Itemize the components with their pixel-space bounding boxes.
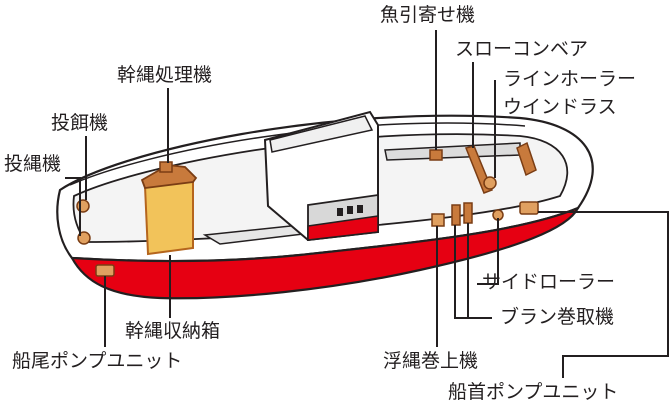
- line-processor-top: [159, 161, 173, 173]
- label-tou-nawa: 投縄機: [4, 153, 62, 175]
- label-windlass: ウインドラス: [503, 96, 617, 118]
- fish-puller: [429, 149, 443, 161]
- leader-tou-nawa: [65, 177, 81, 236]
- leader-side-roller: [477, 218, 499, 285]
- line-casting-machine: [76, 199, 90, 213]
- windlass-machine: [516, 141, 537, 177]
- hull-red-band: [70, 205, 581, 300]
- label-senbi-pump: 船尾ポンプユニット: [12, 350, 183, 372]
- label-buran-makitori: ブラン巻取機: [500, 306, 615, 328]
- label-gyo-hikiyose: 魚引寄せ機: [380, 4, 476, 26]
- label-slow-conveyor: スローコンベア: [455, 38, 589, 60]
- label-fuka-makiage: 浮縄巻上機: [383, 350, 479, 372]
- cabin-window: [347, 206, 353, 214]
- cabin-top: [269, 115, 374, 153]
- label-kanna-shori: 幹縄処理機: [117, 64, 213, 86]
- line-hauler-machine: [483, 176, 497, 190]
- bow-pump-unit: [519, 201, 539, 215]
- line-storage-box: [143, 178, 194, 256]
- cabin-red-stripe: [307, 215, 379, 241]
- label-side-roller: サイドローラー: [482, 271, 616, 293]
- label-tou-ji: 投餌機: [51, 112, 109, 134]
- leader-buran-makitori: [454, 225, 492, 319]
- bulwark-rail: [69, 122, 526, 186]
- label-kanna-shuno: 幹縄収納箱: [125, 320, 221, 342]
- cabin-window: [357, 205, 363, 213]
- label-line-hauler: ラインホーラー: [503, 68, 637, 90]
- cabin-window: [337, 208, 343, 216]
- float-line-winch: [431, 213, 445, 227]
- label-senshu-pump: 船首ポンプユニット: [448, 381, 619, 403]
- branch-line-reel-1: [451, 204, 461, 226]
- stern-pump-unit: [95, 264, 115, 277]
- leader-lines: [65, 30, 669, 378]
- branch-line-reel-2: [463, 202, 473, 224]
- leader-senshu-pump: [538, 211, 669, 378]
